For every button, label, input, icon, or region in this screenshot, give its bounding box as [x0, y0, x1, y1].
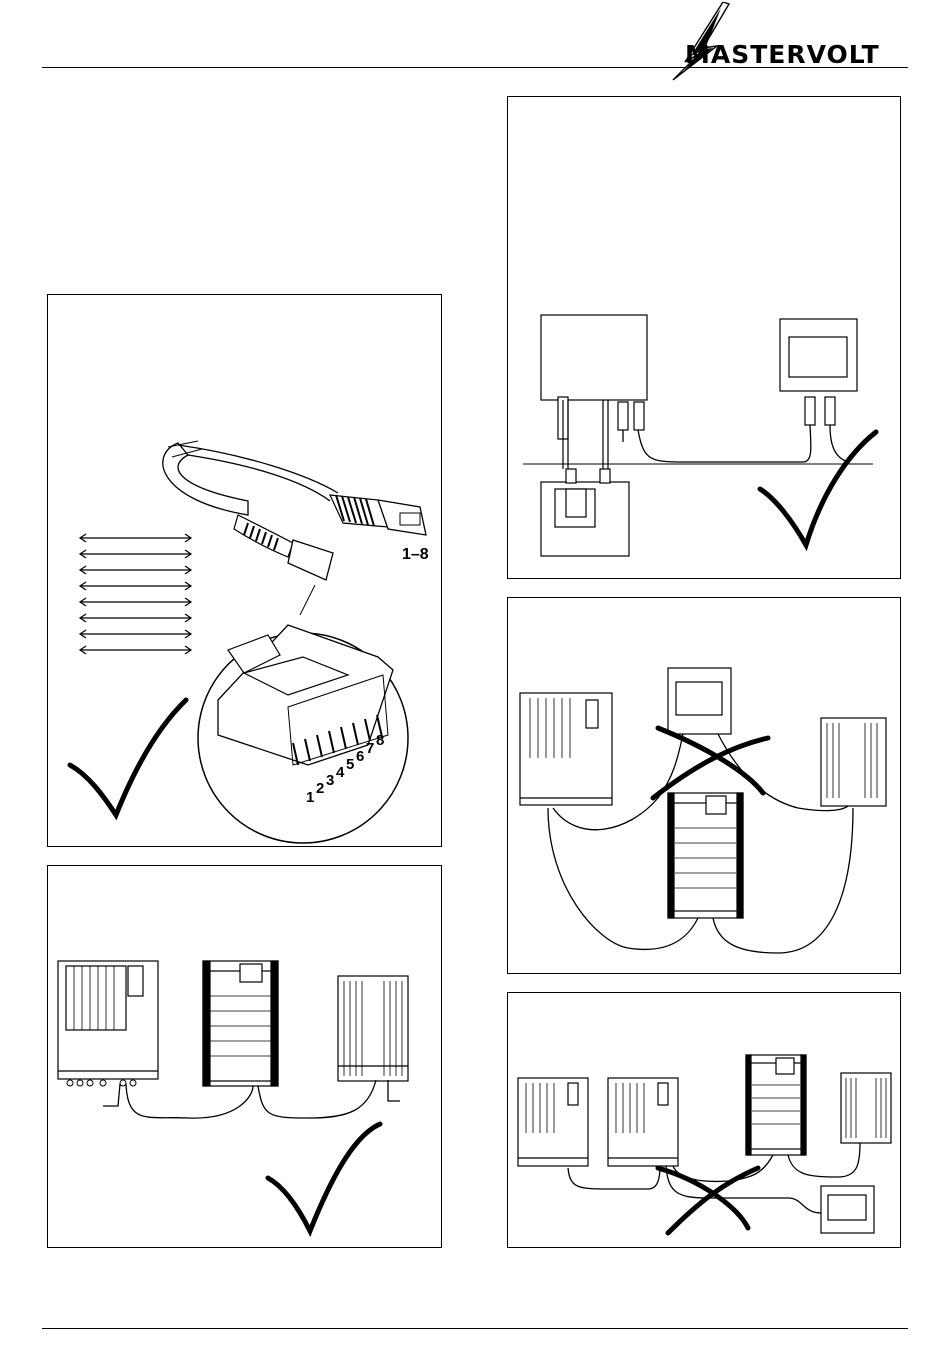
rj45-plug-left: [234, 515, 333, 580]
pin-number: 5: [346, 756, 354, 773]
branching-illustration: [508, 993, 902, 1249]
pin-number: 8: [376, 732, 384, 749]
remote-panel: [668, 668, 731, 734]
cross-mark-icon: [658, 1168, 758, 1233]
panel-branching-incorrect: [507, 992, 901, 1248]
pin-number: 4: [336, 764, 345, 781]
device-inverter: [58, 961, 158, 1086]
device-inverter: [520, 693, 612, 805]
panel-cable-connector: 1–8: [47, 294, 442, 847]
pin-number: 1: [306, 789, 314, 806]
pin-number: 7: [366, 740, 374, 757]
device-center-unit: [668, 793, 743, 918]
device-center-unit: [203, 961, 278, 1086]
panel-loop-incorrect: [507, 597, 901, 974]
device-charger: [338, 976, 408, 1081]
remote-panel: [821, 1186, 874, 1233]
cross-mark-icon: [653, 728, 768, 798]
device-charger: [821, 718, 886, 806]
pin-range-label: 1–8: [402, 546, 429, 563]
network-cables: [623, 425, 848, 462]
device-charger: [841, 1073, 891, 1143]
rj45-cable-illustration: 1–8: [48, 295, 443, 848]
check-mark-icon: [268, 1124, 380, 1231]
panel-daisy-chain-correct: [47, 865, 442, 1248]
check-mark-icon: [760, 432, 876, 545]
device-inverter-1: [518, 1078, 588, 1166]
connector-zoom-detail: 1 2 3 4 5 6 7 8: [198, 625, 408, 843]
panel-battery-monitor-correct: [507, 96, 901, 579]
device-inverter-2: [608, 1078, 678, 1166]
device-center-unit: [746, 1055, 806, 1155]
pin-number: 2: [316, 780, 324, 797]
battery-monitor-illustration: [508, 97, 902, 580]
pin-number: 3: [326, 772, 334, 789]
brand-name: MASTERVOLT: [685, 40, 880, 69]
daisy-chain-illustration: [48, 866, 443, 1249]
device-box: [541, 315, 647, 400]
footer-rule: [42, 1328, 908, 1329]
loop-illustration: [508, 598, 902, 975]
pin-wire-arrows: [80, 534, 191, 654]
rj45-connectors: [618, 397, 835, 430]
check-mark-icon: [70, 700, 186, 815]
pin-number: 6: [356, 748, 364, 765]
rj45-plug-right: [330, 495, 426, 535]
